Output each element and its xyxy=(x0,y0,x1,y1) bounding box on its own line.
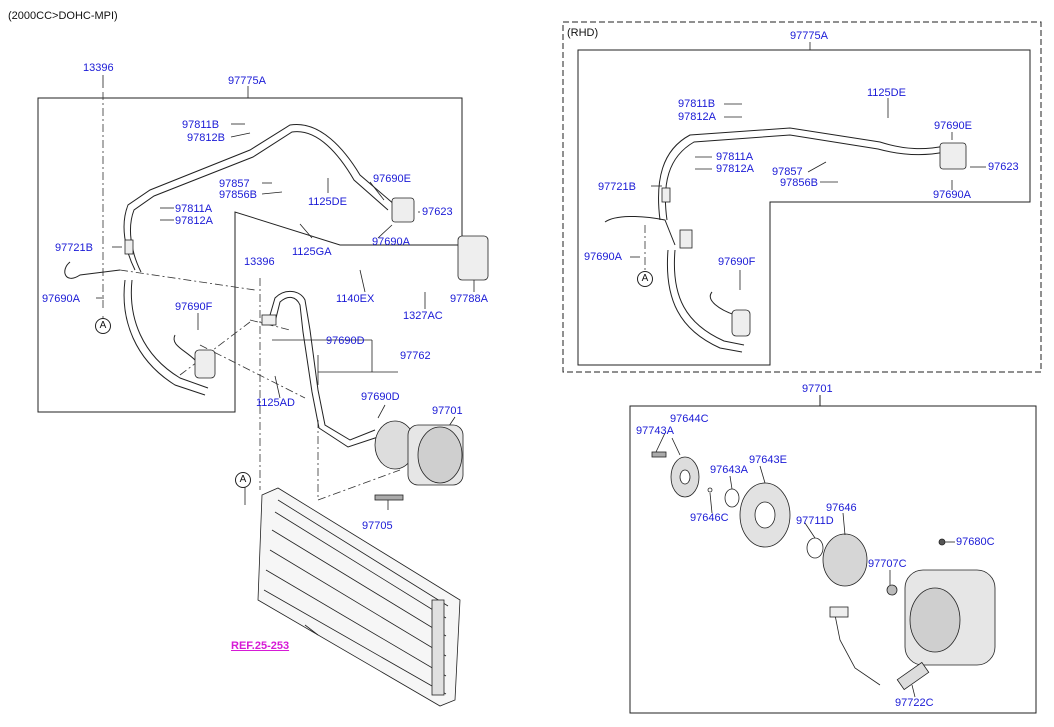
comp-label-97701[interactable]: 97701 xyxy=(802,383,833,395)
part-label-97721b[interactable]: 97721B xyxy=(55,242,93,254)
rhd-label-97812a[interactable]: 97812A xyxy=(716,163,754,175)
marker-a-lhd: A xyxy=(95,318,111,334)
rhd-label-97690a-right[interactable]: 97690A xyxy=(933,189,971,201)
part-label-97811b[interactable]: 97811B xyxy=(182,119,220,131)
rhd-label-97775a[interactable]: 97775A xyxy=(790,30,828,42)
comp-label-97644c[interactable]: 97644C xyxy=(670,413,709,425)
marker-a-condenser: A xyxy=(235,472,251,488)
marker-a-rhd: A xyxy=(637,271,653,287)
part-label-13396-mid[interactable]: 13396 xyxy=(244,256,275,268)
part-label-97705[interactable]: 97705 xyxy=(362,520,393,532)
comp-label-97680c[interactable]: 97680C xyxy=(956,536,995,548)
rhd-section-title: (RHD) xyxy=(567,27,599,39)
part-label-97856b[interactable]: 97856B xyxy=(219,189,257,201)
rhd-inner-frame xyxy=(577,49,1031,366)
part-label-97812b[interactable]: 97812B xyxy=(187,132,225,144)
rhd-label-97811b[interactable]: 97811B xyxy=(678,98,716,110)
part-label-97812a[interactable]: 97812A xyxy=(175,215,213,227)
comp-label-97646c[interactable]: 97646C xyxy=(690,512,729,524)
part-label-97690f[interactable]: 97690F xyxy=(175,301,213,313)
part-label-1140ex[interactable]: 1140EX xyxy=(336,293,375,305)
comp-label-97646[interactable]: 97646 xyxy=(826,502,857,514)
part-label-97775a[interactable]: 97775A xyxy=(228,75,266,87)
comp-label-97743a[interactable]: 97743A xyxy=(636,425,674,437)
part-label-97690d[interactable]: 97690D xyxy=(326,335,365,347)
rhd-label-97690f[interactable]: 97690F xyxy=(718,256,756,268)
comp-label-97722c[interactable]: 97722C xyxy=(895,697,934,709)
rhd-label-97623[interactable]: 97623 xyxy=(988,161,1019,173)
part-label-13396[interactable]: 13396 xyxy=(83,62,114,74)
part-label-1125ga[interactable]: 1125GA xyxy=(292,246,332,258)
part-label-97762[interactable]: 97762 xyxy=(400,350,431,362)
rhd-label-97857[interactable]: 97857 xyxy=(772,166,803,178)
part-label-97701[interactable]: 97701 xyxy=(432,405,463,417)
rhd-label-97811a[interactable]: 97811A xyxy=(716,151,754,163)
part-label-97788a[interactable]: 97788A xyxy=(450,293,488,305)
part-label-97690a-right[interactable]: 97690A xyxy=(372,236,410,248)
part-label-97811a[interactable]: 97811A xyxy=(175,203,213,215)
rhd-label-97690e[interactable]: 97690E xyxy=(934,120,972,132)
part-label-1125de[interactable]: 1125DE xyxy=(308,196,347,208)
compressor-frame xyxy=(629,405,1037,714)
rhd-frame xyxy=(562,21,1042,373)
engine-spec-title: (2000CC>DOHC-MPI) xyxy=(8,10,118,22)
part-label-97690e[interactable]: 97690E xyxy=(373,173,411,185)
part-label-97690a-left[interactable]: 97690A xyxy=(42,293,80,305)
comp-label-97711d[interactable]: 97711D xyxy=(796,515,834,527)
rhd-label-97721b[interactable]: 97721B xyxy=(598,181,636,193)
lhd-frame xyxy=(37,97,463,413)
part-label-1125ad[interactable]: 1125AD xyxy=(256,397,295,409)
part-label-1327ac[interactable]: 1327AC xyxy=(403,310,443,322)
rhd-label-1125de[interactable]: 1125DE xyxy=(867,87,906,99)
rhd-label-97812a-top[interactable]: 97812A xyxy=(678,111,716,123)
part-label-97623[interactable]: 97623 xyxy=(422,206,453,218)
part-label-97690d-lower[interactable]: 97690D xyxy=(361,391,400,403)
comp-label-97643e[interactable]: 97643E xyxy=(749,454,787,466)
comp-label-97707c[interactable]: 97707C xyxy=(868,558,907,570)
comp-label-97643a[interactable]: 97643A xyxy=(710,464,748,476)
condenser-core xyxy=(257,487,461,707)
rhd-label-97690a-left[interactable]: 97690A xyxy=(584,251,622,263)
reference-link[interactable]: REF.25-253 xyxy=(231,640,290,652)
part-label-97857[interactable]: 97857 xyxy=(219,178,250,190)
rhd-label-97856b[interactable]: 97856B xyxy=(780,177,818,189)
